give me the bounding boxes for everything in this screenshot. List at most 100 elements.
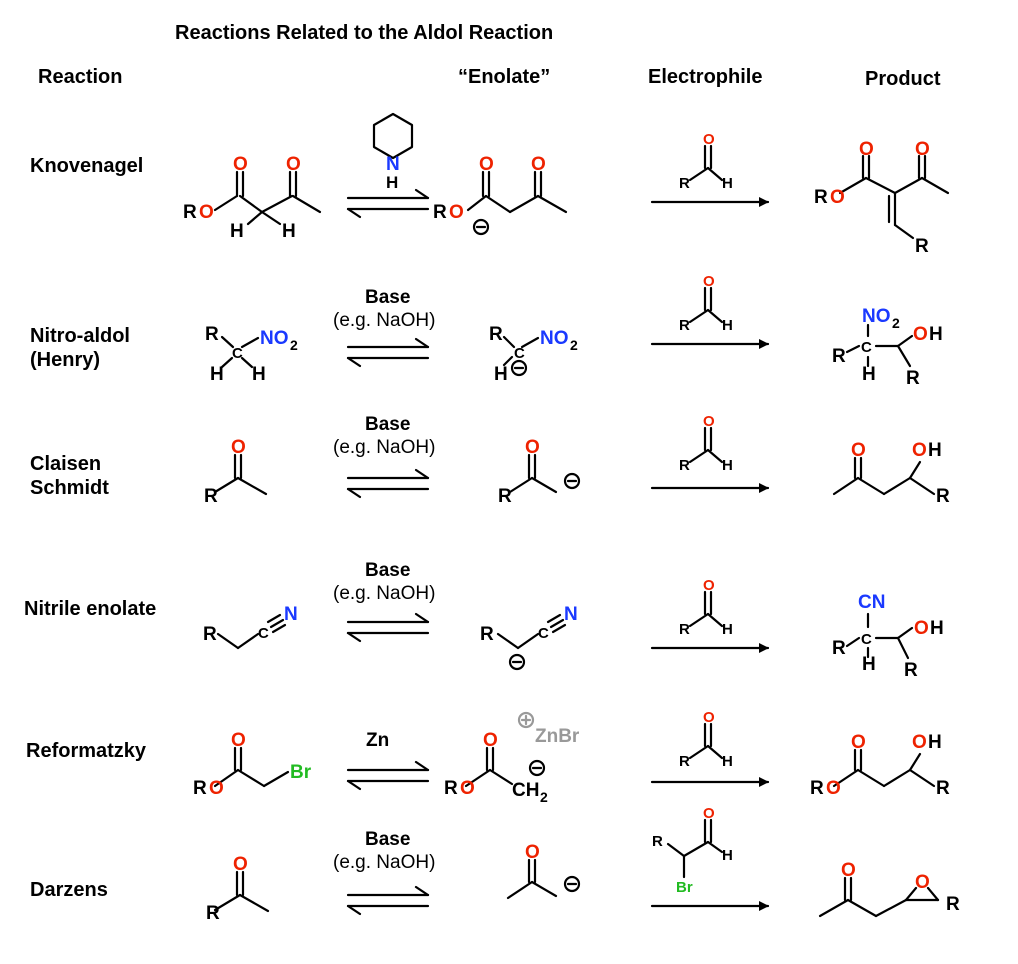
svg-text:R: R bbox=[814, 187, 828, 208]
svg-text:O: O bbox=[233, 854, 248, 875]
reagent-base-claisen: Base bbox=[365, 414, 411, 435]
epoxide-product bbox=[818, 876, 940, 918]
svg-text:O: O bbox=[233, 154, 248, 175]
svg-text:R: R bbox=[206, 903, 220, 924]
aldehyde-electrophile-2 bbox=[688, 286, 724, 324]
svg-text:R: R bbox=[679, 457, 690, 474]
svg-text:O: O bbox=[703, 131, 715, 148]
zinc-counterion-charge bbox=[517, 711, 535, 729]
svg-text:CN: CN bbox=[858, 592, 885, 613]
svg-text:O: O bbox=[209, 778, 224, 799]
svg-text:O: O bbox=[851, 732, 866, 753]
svg-text:H: H bbox=[722, 175, 733, 192]
reaction-name-claisen: Claisen bbox=[30, 453, 102, 475]
alpha-bromo-aldehyde-electrophile bbox=[666, 818, 724, 879]
svg-text:O: O bbox=[915, 872, 930, 893]
svg-text:2: 2 bbox=[570, 337, 578, 353]
svg-text:ZnBr: ZnBr bbox=[535, 726, 580, 747]
svg-text:O: O bbox=[851, 440, 866, 461]
reformatzky-product bbox=[832, 748, 936, 788]
svg-text:R: R bbox=[906, 368, 920, 389]
equilibrium-arrow-5 bbox=[346, 760, 430, 791]
equilibrium-arrow-1 bbox=[346, 188, 430, 219]
reaction-name-nitrile-enolate: Nitrile enolate bbox=[24, 598, 157, 620]
nitrile-anion bbox=[496, 613, 567, 671]
ketone-enolate bbox=[508, 453, 581, 494]
svg-text:H: H bbox=[722, 317, 733, 334]
svg-text:H: H bbox=[722, 847, 733, 864]
reagent-example-claisen: (e.g. NaOH) bbox=[333, 437, 436, 458]
svg-text:H: H bbox=[929, 324, 943, 345]
svg-text:H: H bbox=[862, 364, 876, 385]
svg-text:NO: NO bbox=[540, 328, 569, 349]
svg-text:2: 2 bbox=[892, 315, 900, 331]
svg-text:O: O bbox=[199, 202, 214, 223]
aldehyde-electrophile-1 bbox=[688, 144, 724, 182]
nitro-anion bbox=[502, 335, 540, 377]
reagent-base-darzens: Base bbox=[365, 829, 411, 850]
knovenagel-substrate bbox=[213, 170, 322, 226]
claisen-schmidt-product bbox=[832, 456, 936, 496]
svg-text:N: N bbox=[386, 154, 400, 175]
svg-text:O: O bbox=[703, 577, 715, 594]
piperidine-icon bbox=[372, 112, 414, 160]
nitro-aldol-product bbox=[845, 323, 914, 368]
reagent-base-nitrile: Base bbox=[365, 560, 411, 581]
equilibrium-arrow-2 bbox=[346, 337, 430, 368]
svg-text:O: O bbox=[703, 273, 715, 290]
svg-text:O: O bbox=[449, 202, 464, 223]
nitroalkane-substrate bbox=[220, 335, 260, 369]
svg-text:H: H bbox=[722, 621, 733, 638]
zinc-enolate bbox=[464, 746, 546, 788]
svg-text:N: N bbox=[564, 604, 578, 625]
svg-text:O: O bbox=[525, 437, 540, 458]
svg-text:O: O bbox=[231, 437, 246, 458]
equilibrium-arrow-4 bbox=[346, 612, 430, 643]
svg-text:H: H bbox=[210, 364, 224, 385]
reagent-example-nitrile: (e.g. NaOH) bbox=[333, 583, 436, 604]
svg-text:C: C bbox=[258, 625, 269, 642]
reagent-zinc: Zn bbox=[366, 730, 390, 751]
svg-text:H: H bbox=[230, 221, 244, 242]
svg-text:Br: Br bbox=[290, 762, 312, 783]
nitrile-substrate bbox=[216, 613, 287, 650]
svg-text:R: R bbox=[946, 894, 960, 915]
svg-text:O: O bbox=[859, 139, 874, 160]
svg-text:R: R bbox=[205, 324, 219, 345]
header-electrophile: Electrophile bbox=[648, 66, 763, 88]
svg-text:H: H bbox=[386, 173, 398, 192]
svg-text:O: O bbox=[830, 187, 845, 208]
svg-text:O: O bbox=[703, 709, 715, 726]
svg-text:R: R bbox=[203, 624, 217, 645]
svg-text:R: R bbox=[498, 486, 512, 507]
equilibrium-arrow-6 bbox=[346, 885, 430, 916]
svg-text:N: N bbox=[284, 604, 298, 625]
darzens-enolate bbox=[506, 858, 581, 900]
svg-text:R: R bbox=[183, 202, 197, 223]
aldehyde-electrophile-4 bbox=[688, 590, 724, 628]
svg-text:Br: Br bbox=[676, 879, 693, 896]
svg-text:O: O bbox=[912, 732, 927, 753]
svg-text:C: C bbox=[514, 345, 525, 362]
header-enolate: “Enolate” bbox=[458, 66, 551, 88]
svg-text:CH: CH bbox=[512, 780, 539, 801]
svg-text:R: R bbox=[904, 660, 918, 681]
svg-text:O: O bbox=[913, 324, 928, 345]
svg-text:H: H bbox=[928, 732, 942, 753]
svg-text:C: C bbox=[861, 631, 872, 648]
svg-text:R: R bbox=[936, 486, 950, 507]
methyl-ketone-substrate bbox=[213, 453, 268, 496]
svg-text:H: H bbox=[862, 654, 876, 675]
svg-text:H: H bbox=[928, 440, 942, 461]
svg-text:R: R bbox=[193, 778, 207, 799]
header-product: Product bbox=[865, 68, 941, 90]
reaction-name-darzens: Darzens bbox=[30, 879, 108, 901]
nitrile-product bbox=[845, 612, 914, 660]
svg-text:R: R bbox=[433, 202, 447, 223]
svg-text:H: H bbox=[252, 364, 266, 385]
svg-text:R: R bbox=[915, 236, 929, 257]
page-title: Reactions Related to the Aldol Reaction bbox=[175, 22, 554, 44]
reaction-name-reformatzky: Reformatzky bbox=[26, 740, 147, 762]
svg-text:R: R bbox=[204, 486, 218, 507]
